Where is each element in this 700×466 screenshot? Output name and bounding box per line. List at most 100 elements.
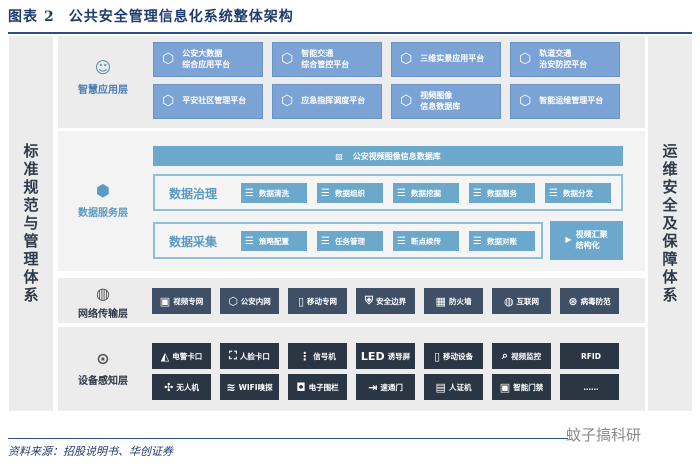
platform-icon: ⬡ bbox=[162, 93, 175, 110]
collection-item-label: 数据对账 bbox=[486, 236, 517, 246]
device-item-label: 信号机 bbox=[313, 351, 336, 361]
app-platform-card: ⬡智能交通 综合管控平台 bbox=[272, 42, 382, 77]
device-item-icon: ◭ bbox=[160, 349, 170, 363]
network-item-icon: ▣ bbox=[159, 294, 171, 308]
device-item-icon: ⛶ bbox=[229, 349, 237, 362]
device-item: ▤人证机 bbox=[424, 374, 483, 400]
network-layer: ◍网络传输层 ▣视频专网⬡公安内网▯移动专网⛨安全边界▦防火墙◍互联网⊛病毒防范 bbox=[58, 278, 645, 323]
network-item-icon: ◍ bbox=[503, 294, 514, 308]
cube-icon: ⬢ bbox=[96, 181, 110, 200]
device-item-label: 诱导屏 bbox=[387, 351, 411, 361]
device-item-label: 电子围栏 bbox=[308, 382, 339, 392]
device-item: ▣智能门禁 bbox=[492, 374, 551, 400]
network-item-icon: ⬡ bbox=[228, 294, 238, 308]
video-structuring-box: ▶视频汇聚 结构化 bbox=[550, 221, 623, 260]
app-platform-card: ⬡三维实景应用平台 bbox=[391, 42, 501, 77]
database-icon: ☰ bbox=[549, 187, 558, 199]
device-item-label: 视频监控 bbox=[511, 351, 542, 361]
collection-item: ☰ 断点续传 bbox=[393, 231, 459, 251]
figure-label: 图表 bbox=[8, 9, 38, 25]
network-item: ⬡公安内网 bbox=[220, 288, 279, 314]
device-item: ⇥速通门 bbox=[356, 374, 415, 400]
device-item: …… bbox=[560, 374, 619, 400]
device-item-icon: ≋ bbox=[226, 380, 236, 394]
network-layer-label-text: 网络传输层 bbox=[78, 309, 128, 320]
collection-frame: 数据采集 ☰策略配置☰任务管理☰断点续传☰数据对账 bbox=[153, 222, 543, 259]
platform-icon: ⬡ bbox=[519, 93, 532, 110]
governance-item: ☰数据组织 bbox=[317, 183, 383, 203]
network-item-label: 视频专网 bbox=[173, 296, 204, 306]
app-platform-card: ⬡视频图像 信息数据库 bbox=[391, 84, 501, 119]
database-icon: ☰ bbox=[397, 235, 406, 247]
network-item: ◍互联网 bbox=[492, 288, 551, 314]
device-item-icon: ⌕ bbox=[501, 349, 509, 362]
network-item-label: 公安内网 bbox=[240, 296, 271, 306]
device-layer-label-text: 设备感知层 bbox=[78, 376, 128, 387]
platform-icon: ⬡ bbox=[162, 51, 175, 68]
device-item-icon: ✣ bbox=[164, 380, 174, 394]
device-item-label: …… bbox=[583, 382, 599, 392]
app-platform-label: 视频图像 信息数据库 bbox=[420, 91, 461, 111]
collection-item: ☰ 数据对账 bbox=[469, 231, 535, 251]
device-item-label: 人脸卡口 bbox=[239, 351, 270, 361]
network-item: ▦防火墙 bbox=[424, 288, 483, 314]
app-platform-card: ⬡ 智能运维管理平台 bbox=[510, 84, 620, 119]
app-layer: ☺智慧应用层 ⬡公安大数据 综合应用平台⬡智能交通 综合管控平台⬡三维实景应用平… bbox=[58, 36, 645, 128]
governance-item-label: 数据挖掘 bbox=[410, 188, 441, 198]
governance-frame: 数据治理 ☰ 数据清洗 ☰数据组织 ☰ 数据挖掘 ☰数据服务 ☰数据分发 bbox=[153, 174, 623, 211]
device-item-label: WIFI嗅探 bbox=[238, 382, 273, 392]
governance-label: 数据治理 bbox=[169, 187, 218, 201]
device-item: ◭电警卡口 bbox=[152, 343, 211, 369]
image-icon: ▨ bbox=[335, 151, 343, 161]
collection-item: ☰任务管理 bbox=[317, 231, 383, 251]
app-platform-card: ⬡ 应急指挥调度平台 bbox=[272, 84, 382, 119]
title-divider bbox=[8, 32, 692, 34]
device-item: ▯移动设备 bbox=[424, 343, 483, 369]
database-icon: ☰ bbox=[397, 187, 406, 199]
device-item-icon: ⇥ bbox=[368, 380, 378, 394]
collection-item-label: 断点续传 bbox=[410, 236, 441, 246]
device-item: RFID bbox=[560, 343, 619, 369]
network-layer-label: ◍网络传输层 bbox=[58, 284, 148, 320]
network-item-icon: ▯ bbox=[297, 294, 305, 308]
device-item-label: 电警卡口 bbox=[172, 351, 203, 361]
left-panel-standards: 标准规范与管理体系 bbox=[9, 36, 53, 411]
network-item-icon: ▦ bbox=[435, 294, 446, 308]
app-platform-label: 应急指挥调度平台 bbox=[301, 96, 366, 106]
app-platform-label: 智能运维管理平台 bbox=[539, 96, 604, 106]
governance-item: ☰ 数据挖掘 bbox=[393, 183, 459, 203]
database-icon: ☰ bbox=[473, 187, 482, 199]
database-icon: ☰ bbox=[321, 235, 330, 247]
app-platform-card: ⬡轨道交通 治安防控平台 bbox=[510, 42, 620, 77]
governance-item: ☰数据服务 bbox=[469, 183, 535, 203]
watermark: 蚊子搞科研 bbox=[566, 426, 642, 444]
device-layer-label: ⊙ 设备感知层 bbox=[58, 349, 148, 387]
app-platform-label: 公安大数据 综合应用平台 bbox=[182, 49, 231, 69]
collection-label: 数据采集 bbox=[169, 235, 218, 249]
app-platform-card: ⬡平安社区管理平台 bbox=[153, 84, 263, 119]
film-icon: ▶ bbox=[565, 235, 572, 245]
network-item-label: 安全边界 bbox=[376, 296, 407, 306]
governance-item-label: 数据清洗 bbox=[258, 188, 289, 198]
database-icon: ☰ bbox=[245, 187, 254, 199]
device-item-label: 移动设备 bbox=[443, 351, 474, 361]
pulse-icon: ⊙ bbox=[96, 349, 110, 368]
device-item-icon: ⋮ bbox=[299, 349, 311, 363]
database-icon: ☰ bbox=[245, 235, 254, 247]
database-icon: ☰ bbox=[473, 235, 482, 247]
device-item: ✣无人机 bbox=[152, 374, 211, 400]
footer-divider bbox=[8, 438, 568, 439]
platform-icon: ⬡ bbox=[281, 93, 294, 110]
governance-item: ☰ 数据清洗 bbox=[241, 183, 307, 203]
collection-item-label: 策略配置 bbox=[258, 236, 289, 246]
video-structuring-text: 视频汇聚 结构化 bbox=[575, 230, 608, 250]
app-layer-label: ☺智慧应用层 bbox=[58, 58, 148, 96]
governance-item: ☰数据分发 bbox=[545, 183, 611, 203]
figure-number: 2 bbox=[44, 9, 55, 25]
app-platform-label: 三维实景应用平台 bbox=[420, 54, 485, 64]
network-item: ⛨安全边界 bbox=[356, 288, 415, 314]
network-item-label: 病毒防范 bbox=[580, 296, 611, 306]
network-item: ▣视频专网 bbox=[152, 288, 211, 314]
